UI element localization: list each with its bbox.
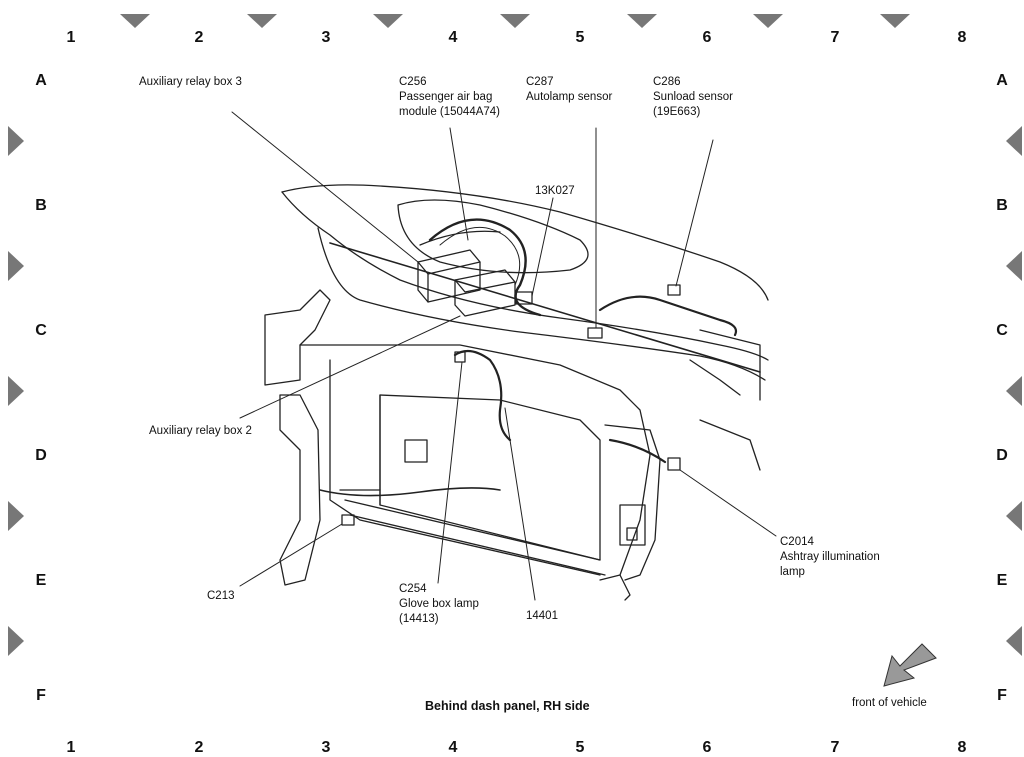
- label-c287: C287 Autolamp sensor: [526, 75, 612, 105]
- border-marker: [8, 376, 24, 406]
- connector-description: Passenger air bag: [399, 91, 493, 103]
- grid-column-label: 4: [448, 739, 458, 756]
- grid-column-label: 2: [194, 29, 204, 46]
- border-marker: [373, 14, 403, 28]
- border-marker: [247, 14, 277, 28]
- border-marker: [1006, 251, 1022, 281]
- connector-description: Autolamp sensor: [526, 91, 613, 103]
- border-marker: [627, 14, 657, 28]
- connector-id: C287: [526, 76, 554, 88]
- grid-column-label: 8: [957, 29, 967, 46]
- label-14401: 14401: [526, 610, 558, 622]
- connector-description: (14413): [399, 613, 439, 625]
- grid-column-label: 7: [830, 739, 840, 756]
- connector-description: Glove box lamp: [399, 598, 479, 610]
- border-marker: [1006, 376, 1022, 406]
- grid-row-label: D: [35, 447, 47, 464]
- label-c213: C213: [207, 590, 235, 602]
- grid-column-label: 3: [321, 739, 331, 756]
- grid-column-label: 5: [575, 29, 585, 46]
- connector-description: lamp: [780, 566, 805, 578]
- grid-row-label: F: [997, 687, 1007, 704]
- grid-row-label: B: [996, 197, 1008, 214]
- border-marker: [753, 14, 783, 28]
- border-marker: [880, 14, 910, 28]
- border-marker: [8, 251, 24, 281]
- label-c286: C286 Sunload sensor (19E663): [653, 75, 733, 120]
- grid-row-label: A: [996, 72, 1008, 89]
- grid-column-label: 3: [321, 29, 331, 46]
- connector-description: module (15044A74): [399, 106, 501, 118]
- label-aux-relay-box-3: Auxiliary relay box 3: [139, 76, 242, 88]
- connector-id: C254: [399, 583, 427, 595]
- border-marker: [500, 14, 530, 28]
- grid-row-label: D: [996, 447, 1008, 464]
- label-aux-relay-box-2: Auxiliary relay box 2: [149, 425, 252, 437]
- connector-id: C256: [399, 76, 427, 88]
- label-c256: C256 Passenger air bag module (15044A74): [399, 75, 500, 120]
- grid-row-label: C: [996, 322, 1008, 339]
- grid-column-label: 5: [575, 739, 585, 756]
- grid-column-label: 6: [702, 739, 712, 756]
- label-front-of-vehicle: front of vehicle: [852, 697, 927, 709]
- border-marker: [8, 126, 24, 156]
- grid-column-label: 6: [702, 29, 712, 46]
- connector-description: Ashtray illumination: [780, 551, 880, 563]
- connector-id: C2014: [780, 536, 814, 548]
- grid-column-label: 1: [66, 739, 76, 756]
- border-marker: [1006, 626, 1022, 656]
- connector-description: (19E663): [653, 106, 701, 118]
- grid-column-label: 8: [957, 739, 967, 756]
- grid-column-label: 4: [448, 29, 458, 46]
- grid-row-label: B: [35, 197, 47, 214]
- border-marker: [8, 501, 24, 531]
- label-c2014: C2014 Ashtray illumination lamp: [780, 535, 880, 580]
- grid-row-label: A: [35, 72, 47, 89]
- grid-column-label: 7: [830, 29, 840, 46]
- border-marker: [8, 626, 24, 656]
- border-marker: [1006, 501, 1022, 531]
- label-c254: C254 Glove box lamp (14413): [399, 582, 479, 627]
- grid-row-label: E: [996, 572, 1008, 589]
- border-marker: [120, 14, 150, 28]
- grid-row-label: F: [36, 687, 46, 704]
- grid-column-label: 1: [66, 29, 76, 46]
- connector-description: Sunload sensor: [653, 91, 733, 103]
- border-marker: [1006, 126, 1022, 156]
- grid-column-label: 2: [194, 739, 204, 756]
- grid-row-label: C: [35, 322, 47, 339]
- label-13k027: 13K027: [535, 185, 575, 197]
- diagram-caption: Behind dash panel, RH side: [425, 699, 590, 713]
- grid-row-label: E: [35, 572, 47, 589]
- connector-id: C286: [653, 76, 681, 88]
